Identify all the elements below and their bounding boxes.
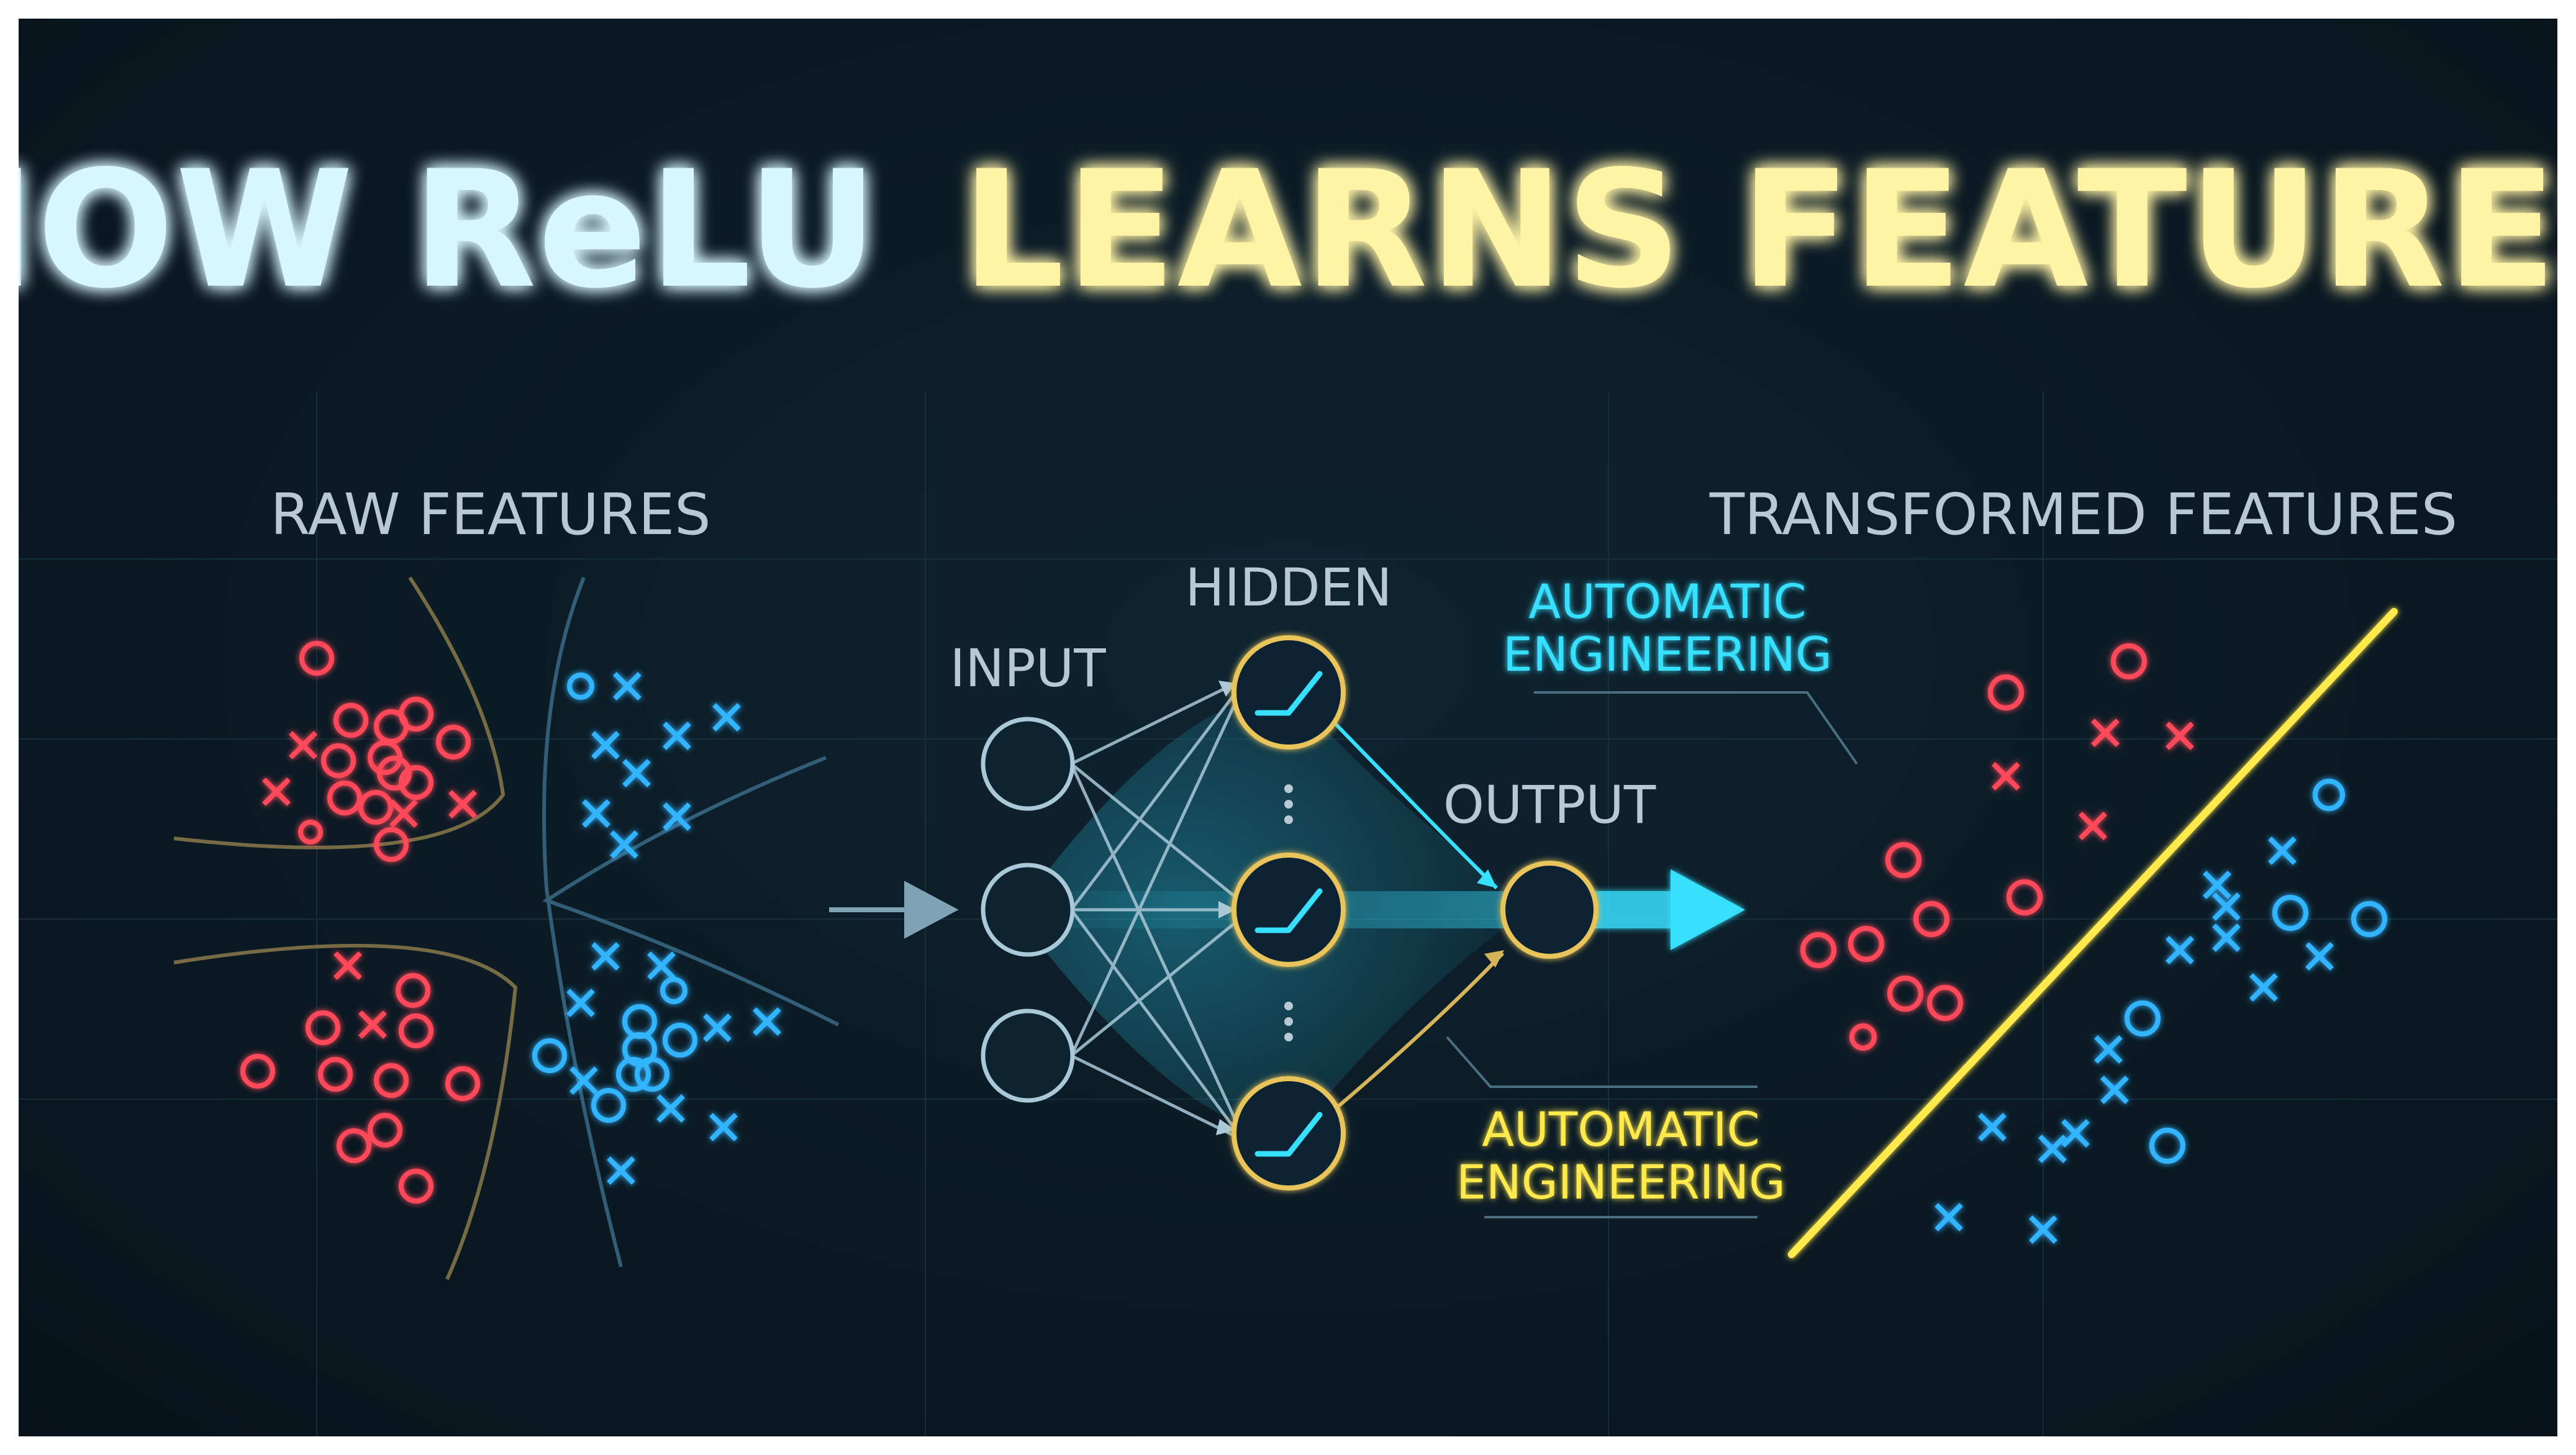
hidden-node-bottom: [1231, 1076, 1346, 1190]
hidden-ellipsis: [1284, 784, 1293, 1041]
auto-engineering-top: AUTOMATIC ENGINEERING: [1503, 574, 1858, 765]
relu-activation-icon: [1254, 888, 1323, 933]
callout-line-top: [1534, 691, 1858, 765]
diagram-frame: HOW ReLU LEARNS FEATURES RAW FEATURES TR…: [19, 19, 2557, 1436]
hidden-node-middle: [1231, 853, 1346, 967]
input-label: INPUT: [950, 638, 1106, 699]
auto-engineering-bottom: AUTOMATIC ENGINEERING: [1446, 1036, 1785, 1218]
output-arrow-icon: [1671, 869, 1745, 950]
decision-boundary-line: [1788, 608, 2398, 1258]
auto-top-line1: AUTOMATIC: [1528, 574, 1806, 629]
title-part-1: HOW ReLU: [19, 137, 879, 324]
hidden-label: HIDDEN: [1185, 557, 1392, 618]
transformed-features-label: TRANSFORMED FEATURES: [1709, 481, 2457, 548]
raw-features-label: RAW FEATURES: [270, 481, 710, 548]
hidden-output-edge-bottom: [1331, 951, 1505, 1113]
callout-line-bottom: [1446, 1036, 1757, 1088]
raw-blue-class: [532, 672, 781, 1185]
raw-boundaries: [173, 576, 518, 1280]
auto-bottom-line2: ENGINEERING: [1456, 1154, 1785, 1210]
relu-activation-icon: [1254, 1112, 1323, 1157]
title-part-2: LEARNS FEATURES: [961, 137, 2557, 324]
auto-bottom-line1: AUTOMATIC: [1482, 1102, 1759, 1157]
diagram-canvas: HOW ReLU LEARNS FEATURES RAW FEATURES TR…: [19, 137, 2557, 1436]
input-node: [981, 717, 1075, 811]
raw-boundaries-blue: [542, 576, 840, 1267]
hidden-node-top: [1231, 635, 1346, 750]
output-label: OUTPUT: [1443, 774, 1656, 835]
input-layer: [981, 717, 1075, 1103]
raw-red-class: [240, 641, 480, 1203]
input-node: [981, 1009, 1075, 1103]
relu-activation-icon: [1254, 671, 1323, 716]
output-node: [1500, 861, 1599, 959]
hidden-layer: [1231, 635, 1346, 1190]
transformed-red-class: [1800, 643, 2194, 1051]
input-node: [981, 863, 1075, 957]
transformed-blue-class: [1934, 779, 2387, 1244]
input-hidden-edges: [1069, 681, 1238, 1138]
auto-top-line2: ENGINEERING: [1503, 627, 1832, 682]
hidden-output-edge-top: [1330, 718, 1499, 890]
arrow-right-icon: [829, 881, 959, 939]
input-hidden-arrowheads: [1216, 681, 1236, 1135]
title: HOW ReLU LEARNS FEATURES: [19, 137, 2557, 324]
